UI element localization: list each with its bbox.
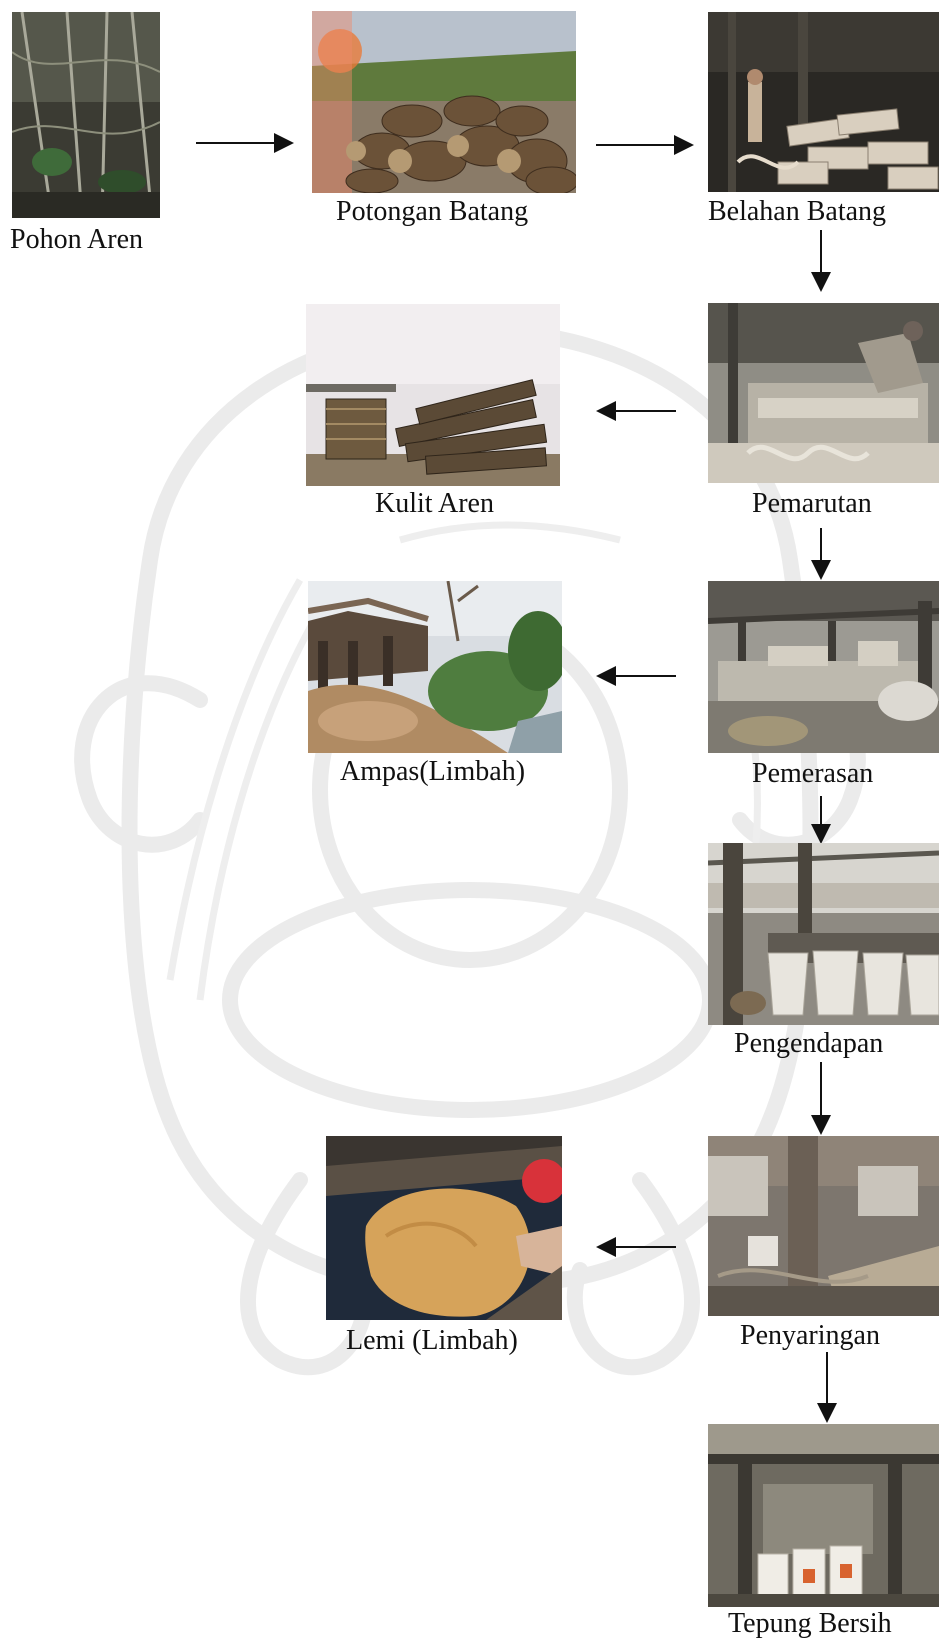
label-pengendapan: Pengendapan	[734, 1028, 883, 1060]
label-pemerasan: Pemerasan	[752, 758, 873, 790]
photo-kulit-aren	[306, 304, 560, 486]
photo-pengendapan	[708, 843, 939, 1025]
photo-penyaringan	[708, 1136, 939, 1316]
photo-tepung-bersih	[708, 1424, 939, 1607]
label-pemarutan: Pemarutan	[752, 488, 872, 520]
label-kulit-aren: Kulit Aren	[375, 488, 494, 520]
label-potongan-batang: Potongan Batang	[336, 196, 528, 228]
label-tepung-bersih: Tepung Bersih	[728, 1608, 892, 1640]
label-lemi: Lemi (Limbah)	[346, 1325, 518, 1357]
photo-potongan-batang	[312, 11, 576, 193]
label-penyaringan: Penyaringan	[740, 1320, 880, 1352]
photo-pemarutan	[708, 303, 939, 483]
photo-lemi	[326, 1136, 562, 1320]
photo-pemerasan	[708, 581, 939, 753]
label-ampas: Ampas(Limbah)	[340, 756, 525, 788]
label-belahan-batang: Belahan Batang	[708, 196, 886, 228]
photo-belahan-batang	[708, 12, 939, 192]
photo-pohon-aren	[12, 12, 160, 218]
label-pohon-aren: Pohon Aren	[10, 224, 143, 256]
photo-ampas	[308, 581, 562, 753]
